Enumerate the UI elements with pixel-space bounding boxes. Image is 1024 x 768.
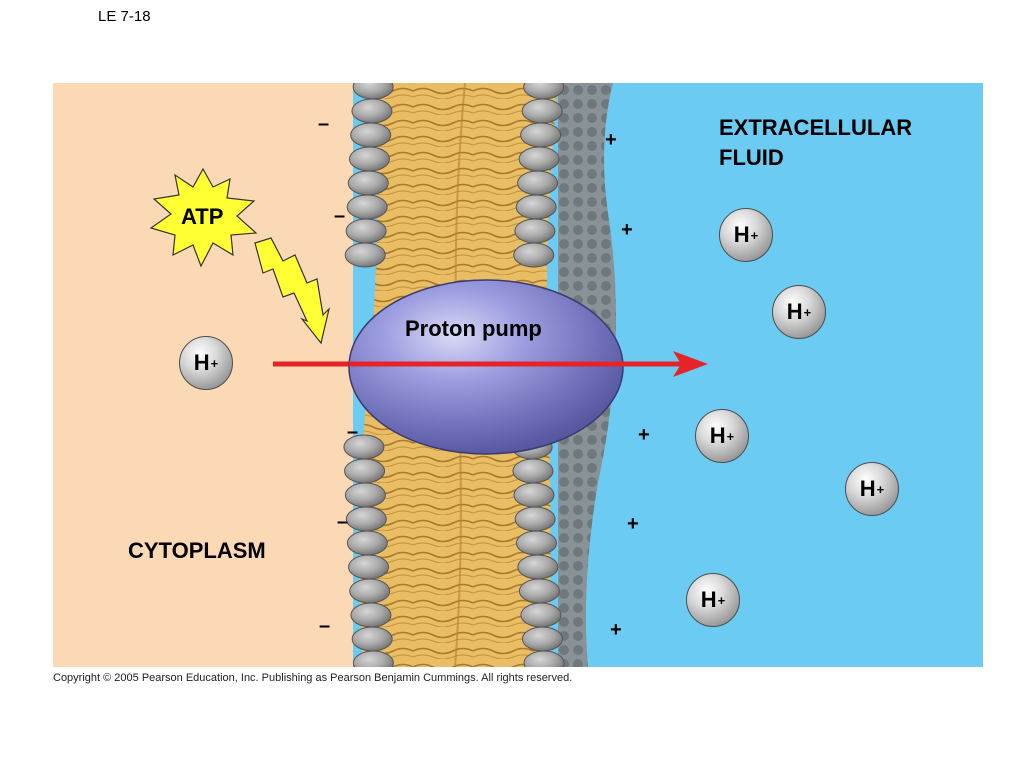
phospholipid-head (515, 530, 557, 556)
atp-label: ATP (181, 204, 224, 229)
extracellular-label-line1: EXTRACELLULAR (719, 115, 913, 140)
phospholipid-head (351, 98, 393, 124)
proton-pump-diagram: CYTOPLASM EXTRACELLULAR FLUID Proton pum… (53, 83, 983, 667)
hydrogen-ion: H+ (686, 573, 740, 627)
copyright-notice: Copyright © 2005 Pearson Education, Inc.… (53, 672, 573, 684)
hydrogen-ion: H+ (772, 285, 826, 339)
phospholipid-head (347, 170, 389, 196)
phospholipid-head (349, 578, 391, 604)
phospholipid-head (521, 98, 563, 124)
phospholipid-head (346, 530, 388, 556)
inner-leaflet-heads (343, 83, 394, 667)
phospholipid-head (344, 458, 386, 484)
phospholipid-head (520, 602, 562, 628)
negative-charge: – (337, 511, 349, 533)
phospholipid-head (348, 554, 390, 580)
phospholipid-head (518, 146, 560, 172)
extracellular-label: EXTRACELLULAR FLUID (719, 113, 912, 173)
phospholipid-head (345, 506, 387, 532)
phospholipid-head (513, 482, 555, 508)
phospholipid-head (523, 650, 565, 667)
phospholipid-head (517, 554, 559, 580)
phospholipid-head (346, 194, 388, 220)
phospholipid-head (350, 602, 392, 628)
extracellular-label-line2: FLUID (719, 145, 784, 170)
phospholipid-head (517, 170, 559, 196)
hydrogen-ion: H+ (179, 336, 233, 390)
phospholipid-head (352, 650, 394, 667)
phospholipid-head (514, 506, 556, 532)
phospholipid-head (350, 122, 392, 148)
positive-charge: + (610, 619, 622, 641)
proton-pump-label: Proton pump (405, 316, 542, 341)
cytoplasm-label: CYTOPLASM (128, 538, 266, 563)
phospholipid-head (520, 122, 562, 148)
phospholipid-head (513, 242, 555, 268)
arrow-head (673, 351, 708, 377)
positive-charge: + (627, 513, 639, 535)
slide-label: LE 7-18 (98, 8, 151, 25)
negative-charge: – (334, 205, 346, 227)
phospholipid-head (345, 218, 387, 244)
negative-charge: – (318, 113, 330, 135)
proton-pump (348, 279, 624, 455)
phospholipid-head (512, 458, 554, 484)
phospholipid-head (348, 146, 390, 172)
negative-charge: – (347, 421, 359, 443)
phospholipid-head (518, 578, 560, 604)
lightning-bolt-icon (254, 237, 331, 345)
hydrogen-ion: H+ (845, 462, 899, 516)
negative-charge: – (319, 615, 331, 637)
phospholipid-head (344, 242, 386, 268)
phospholipid-head (521, 626, 563, 652)
hydrogen-ion: H+ (719, 208, 773, 262)
positive-charge: + (638, 424, 650, 446)
phospholipid-head (351, 626, 393, 652)
hydrogen-ion: H+ (695, 409, 749, 463)
atp-burst (149, 167, 258, 268)
phospholipid-head (514, 218, 556, 244)
positive-charge: + (621, 219, 633, 241)
phospholipid-head (515, 194, 557, 220)
positive-charge: + (605, 129, 617, 151)
phospholipid-head (344, 482, 386, 508)
